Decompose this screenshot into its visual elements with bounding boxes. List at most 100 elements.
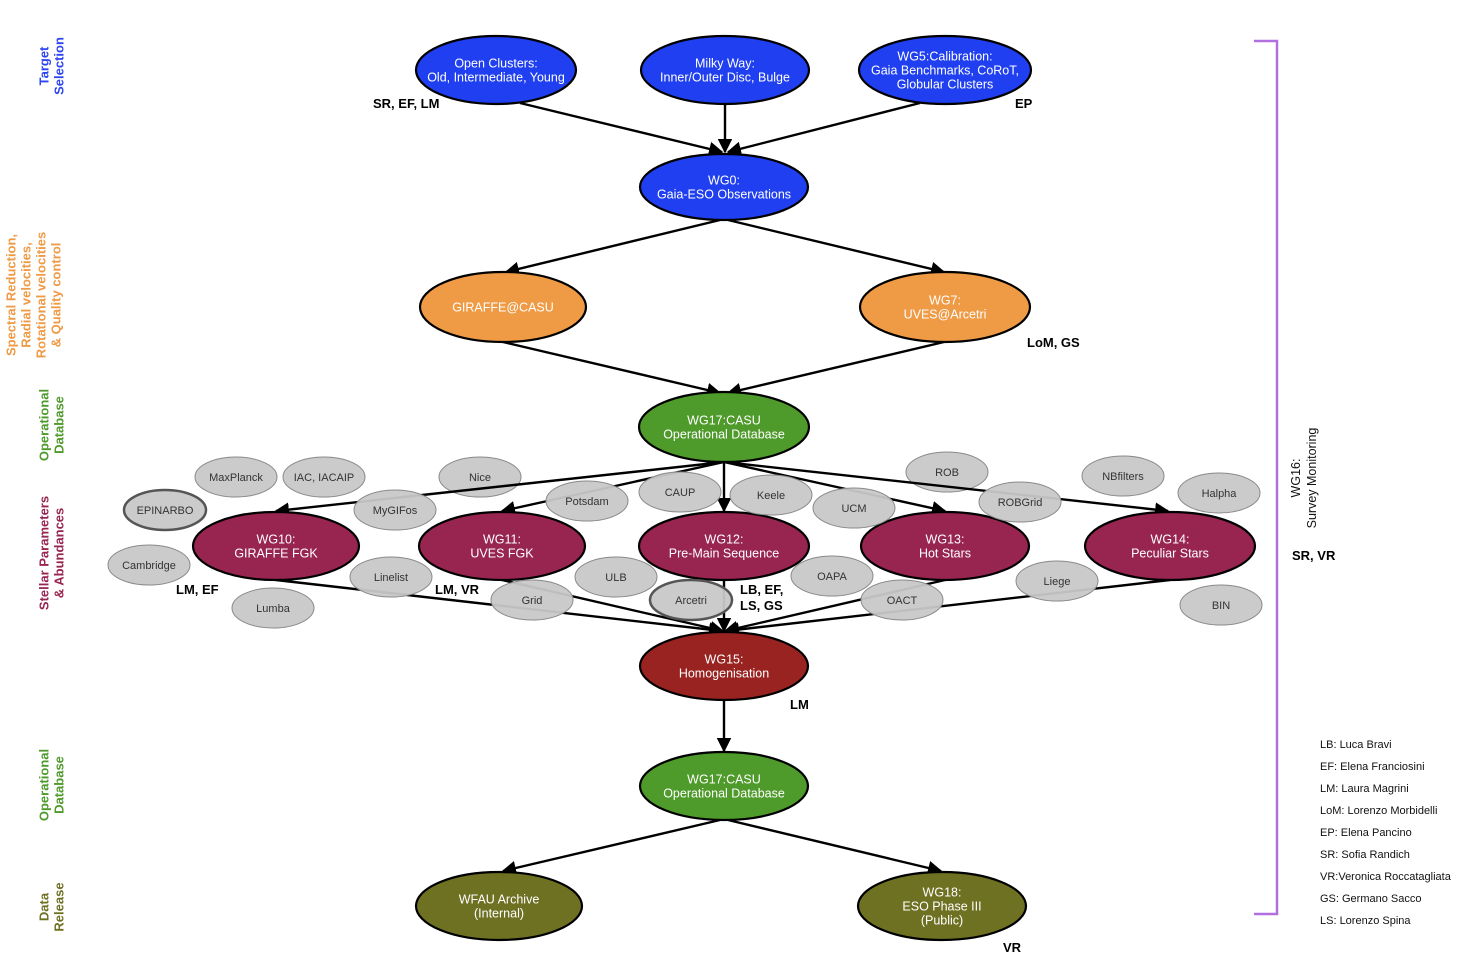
node-label: Open Clusters: [454, 57, 537, 71]
institute-linelist[interactable]: Linelist [349, 556, 433, 598]
node-ellipse [1083, 510, 1257, 582]
institute-keele[interactable]: Keele [729, 474, 813, 516]
institute-label: ROB [935, 467, 959, 479]
institute-lumba[interactable]: Lumba [231, 587, 315, 629]
institute-bubble [1015, 560, 1099, 602]
institute-label: NBfilters [1102, 471, 1144, 483]
institute-iac-iacaip[interactable]: IAC, IACAIP [282, 456, 366, 498]
node-label: Homogenisation [679, 667, 769, 681]
institute-oact[interactable]: OACT [860, 579, 944, 621]
institute-bubble [1179, 584, 1263, 626]
legend-entry: GS: Germano Sacco [1320, 893, 1422, 905]
flow-arrow [726, 340, 945, 398]
legend-entry: LoM: Lorenzo Morbidelli [1320, 805, 1437, 817]
node-giraffe-casu[interactable]: GIRAFFE@CASU [418, 270, 588, 344]
institute-bubble [1081, 455, 1165, 497]
node-label: WG17:CASU [687, 773, 761, 787]
node-wfau[interactable]: WFAU Archive(Internal) [414, 870, 584, 942]
node-wg10[interactable]: WG10:GIRAFFE FGK [191, 510, 361, 582]
node-label: Gaia-ESO Observations [657, 188, 791, 202]
institute-label: MyGIFos [373, 505, 418, 517]
flow-arrow [723, 460, 1170, 517]
phase-label-line: Target [37, 46, 52, 85]
institute-label: Potsdam [565, 496, 608, 508]
institute-arcetri[interactable]: Arcetri [648, 578, 734, 622]
flow-arrow [727, 818, 943, 875]
node-open-clusters[interactable]: Open Clusters:Old, Intermediate, Young [414, 34, 578, 106]
node-wg14[interactable]: WG14:Peculiar Stars [1083, 510, 1257, 582]
institute-bubble [353, 489, 437, 531]
institute-nbfilters[interactable]: NBfilters [1081, 455, 1165, 497]
node-wg7[interactable]: WG7:UVES@Arcetri [858, 270, 1032, 344]
node-label: Operational Database [663, 787, 785, 801]
institute-label: UCM [841, 503, 866, 515]
legend-entry: EF: Elena Franciosini [1320, 761, 1425, 773]
institute-rob[interactable]: ROB [905, 451, 989, 493]
flow-arrow [502, 340, 722, 398]
institute-bin[interactable]: BIN [1179, 584, 1263, 626]
institute-bubble [812, 487, 896, 529]
institute-label: Linelist [374, 572, 408, 584]
institute-bubble [638, 471, 722, 513]
node-label: Hot Stars [919, 547, 971, 561]
phase-label-3: Stellar Parameters& Abundances [37, 496, 67, 610]
node-wg15[interactable]: WG15:Homogenisation [638, 630, 810, 702]
institute-bubble [648, 578, 734, 622]
institute-bubble [282, 456, 366, 498]
institute-maxplanck[interactable]: MaxPlanck [194, 456, 278, 498]
node-ellipse [856, 870, 1028, 942]
node-label: WG5:Calibration: [897, 50, 992, 64]
node-wg11[interactable]: WG11:UVES FGK [417, 510, 587, 582]
legend-entry: SR: Sofia Randich [1320, 849, 1410, 861]
responsible-initials: LS, GS [740, 598, 783, 613]
flow-arrow [726, 101, 921, 156]
node-label: WG18: [923, 886, 962, 900]
node-label: Old, Intermediate, Young [427, 71, 565, 85]
institute-grid[interactable]: Grid [490, 579, 574, 621]
phase-label-line: Data [37, 892, 52, 921]
node-label: WG10: [257, 533, 296, 547]
node-ellipse [639, 34, 811, 106]
node-wg0[interactable]: WG0:Gaia-ESO Observations [638, 152, 810, 222]
responsible-initials: SR, VR [1292, 548, 1336, 563]
institute-cambridge[interactable]: Cambridge [107, 544, 191, 586]
phase-label-line: & Quality control [49, 243, 64, 348]
institute-ulb[interactable]: ULB [574, 556, 658, 598]
node-label: Peculiar Stars [1131, 547, 1209, 561]
node-wg12[interactable]: WG12:Pre-Main Sequence [637, 510, 811, 582]
phase-label-line: & Abundances [52, 508, 67, 599]
institute-liege[interactable]: Liege [1015, 560, 1099, 602]
node-milky-way[interactable]: Milky Way:Inner/Outer Disc, Bulge [639, 34, 811, 106]
institute-label: CAUP [665, 487, 696, 499]
phase-label-line: Selection [52, 37, 67, 95]
institute-epinarbo[interactable]: EPINARBO [122, 488, 208, 532]
legend-entry: LB: Luca Bravi [1320, 739, 1392, 751]
node-wg18[interactable]: WG18:ESO Phase III(Public) [856, 870, 1028, 942]
node-wg13[interactable]: WG13:Hot Stars [859, 510, 1031, 582]
institute-mygifos[interactable]: MyGIFos [353, 489, 437, 531]
institute-oapa[interactable]: OAPA [790, 555, 874, 597]
phase-label-4: OperationalDatabase [37, 749, 67, 821]
institute-bubble [860, 579, 944, 621]
node-ellipse [418, 270, 588, 344]
legend-entry: LS: Lorenzo Spina [1320, 915, 1411, 927]
responsible-initials: LM [790, 697, 809, 712]
institute-ucm[interactable]: UCM [812, 487, 896, 529]
node-label: (Public) [921, 914, 963, 928]
institute-label: MaxPlanck [209, 472, 263, 484]
node-ellipse [414, 34, 578, 106]
node-label: WG12: [705, 533, 744, 547]
institute-label: ULB [605, 572, 626, 584]
institute-bubble [231, 587, 315, 629]
node-ellipse [637, 390, 811, 464]
legend-entry: LM: Laura Magrini [1320, 783, 1409, 795]
node-label: GIRAFFE@CASU [452, 301, 554, 315]
institute-caup[interactable]: CAUP [638, 471, 722, 513]
institute-robgrid[interactable]: ROBGrid [978, 481, 1062, 523]
node-wg5[interactable]: WG5:Calibration:Gaia Benchmarks, CoRoT,G… [857, 34, 1033, 106]
institute-halpha[interactable]: Halpha [1177, 472, 1261, 514]
institute-potsdam[interactable]: Potsdam [545, 480, 629, 522]
